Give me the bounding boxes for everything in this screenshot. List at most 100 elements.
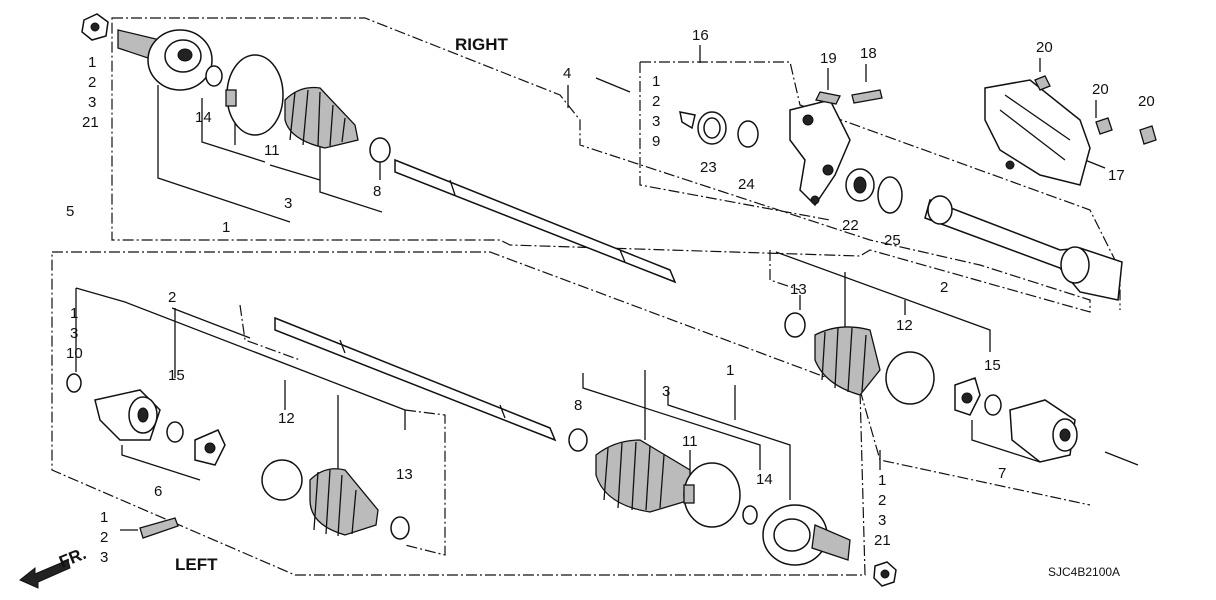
left-inner-joint-6 [94,389,161,441]
bearing-23 [697,111,727,145]
direction-arrows [595,77,1139,466]
left-clip-13 [390,516,410,540]
diagram-code: SJC4B2100A [1048,565,1120,579]
callout-12: 12 [896,317,913,334]
callout-15: 15 [168,367,185,384]
left-clip-15 [166,421,184,443]
callout-nut-top: 1 2 3 21 [82,54,99,131]
callout-23: 23 [700,159,717,176]
left-clip-10 [66,373,82,393]
right-outer-boot [284,86,359,149]
callout-18: 18 [860,45,877,62]
group-outlines [51,17,1121,576]
callout-17: 17 [1108,167,1125,184]
right-label: RIGHT [455,35,509,54]
callout-3: 3 [284,195,292,212]
callout-line: 2 [878,492,886,509]
clip-9 [679,111,696,130]
callout-20: 20 [1036,39,1053,56]
callout-6: 6 [154,483,162,500]
right-inner-joint-7 [1009,399,1078,463]
callout-8: 8 [574,397,582,414]
right-clip-14 [205,65,223,87]
left-outer-boot [595,439,691,513]
callout-14: 14 [195,109,212,126]
left-outer-nut [873,561,897,587]
callout-line: 1 [100,509,108,526]
right-tripod [954,377,981,416]
callout-20: 20 [1138,93,1155,110]
left-half-shaft [274,316,557,442]
bolt-19 [815,91,841,105]
callout-13: 13 [790,281,807,298]
callout-14: 14 [756,471,773,488]
callout-line: 2 [88,74,96,91]
left-inner-boot [309,468,379,537]
callout-4: 4 [563,65,571,82]
heat-shield-17 [984,79,1091,186]
right-intermediate-shaft [924,195,1123,301]
callout-bearing: 1 2 3 9 [652,73,660,150]
left-band-11 [683,462,741,528]
left-outer-joint [762,504,851,566]
right-outer-nut [81,13,109,41]
callout-8: 8 [373,183,381,200]
callout-line: 3 [878,512,886,529]
callout-12: 12 [278,410,295,427]
callout-line: 10 [66,345,83,362]
right-outer-joint [117,29,213,91]
support-bracket [789,99,851,207]
callout-line: 3 [100,549,108,566]
callout-nut-bottom: 1 2 3 21 [874,472,891,549]
callout-16: 16 [692,27,709,44]
callout-5: 5 [66,203,74,220]
callout-line: 21 [874,532,891,549]
callout-line: 9 [652,133,660,150]
callout-3: 3 [662,383,670,400]
right-clip-15 [984,394,1002,416]
callout-2: 2 [168,289,176,306]
right-inner-boot [814,326,881,396]
callout-line: 1 [652,73,660,90]
callout-15: 15 [984,357,1001,374]
front-label: FR. [56,544,89,572]
left-clip-8 [568,428,588,452]
callout-line: 1 [878,472,886,489]
callout-13: 13 [396,466,413,483]
callout-19: 19 [820,50,837,67]
callout-line: 3 [88,94,96,111]
left-clip-14 [742,505,758,525]
callout-line: 1 [70,305,78,322]
front-arrow-icon [19,559,71,589]
callout-ring: 1 3 10 [66,305,83,362]
left-label: LEFT [175,555,218,574]
ring-24 [737,120,759,148]
callout-line: 2 [100,529,108,546]
ring-25 [877,176,903,214]
callout-line: 1 [88,54,96,71]
leader-lines [75,45,1106,531]
callout-7: 7 [998,465,1006,482]
right-half-shaft [394,158,677,284]
callout-11: 11 [682,433,698,450]
callout-pin: 1 2 3 [100,509,108,566]
callout-2: 2 [940,279,948,296]
callout-1: 1 [222,219,230,236]
left-tripod [194,429,226,466]
callout-25: 25 [884,232,901,249]
left-band-12 [261,459,303,501]
callout-24: 24 [738,176,755,193]
callout-1: 1 [726,362,734,379]
callout-20: 20 [1092,81,1109,98]
callout-22: 22 [842,217,859,234]
right-clip-8 [369,137,391,163]
right-band-12 [885,351,935,405]
callout-line: 21 [82,114,99,131]
bolt-18 [851,89,883,104]
bolts-20 [1034,75,1157,145]
callout-line: 3 [70,325,78,342]
bearing-22 [845,168,875,202]
callout-11: 11 [264,142,280,159]
